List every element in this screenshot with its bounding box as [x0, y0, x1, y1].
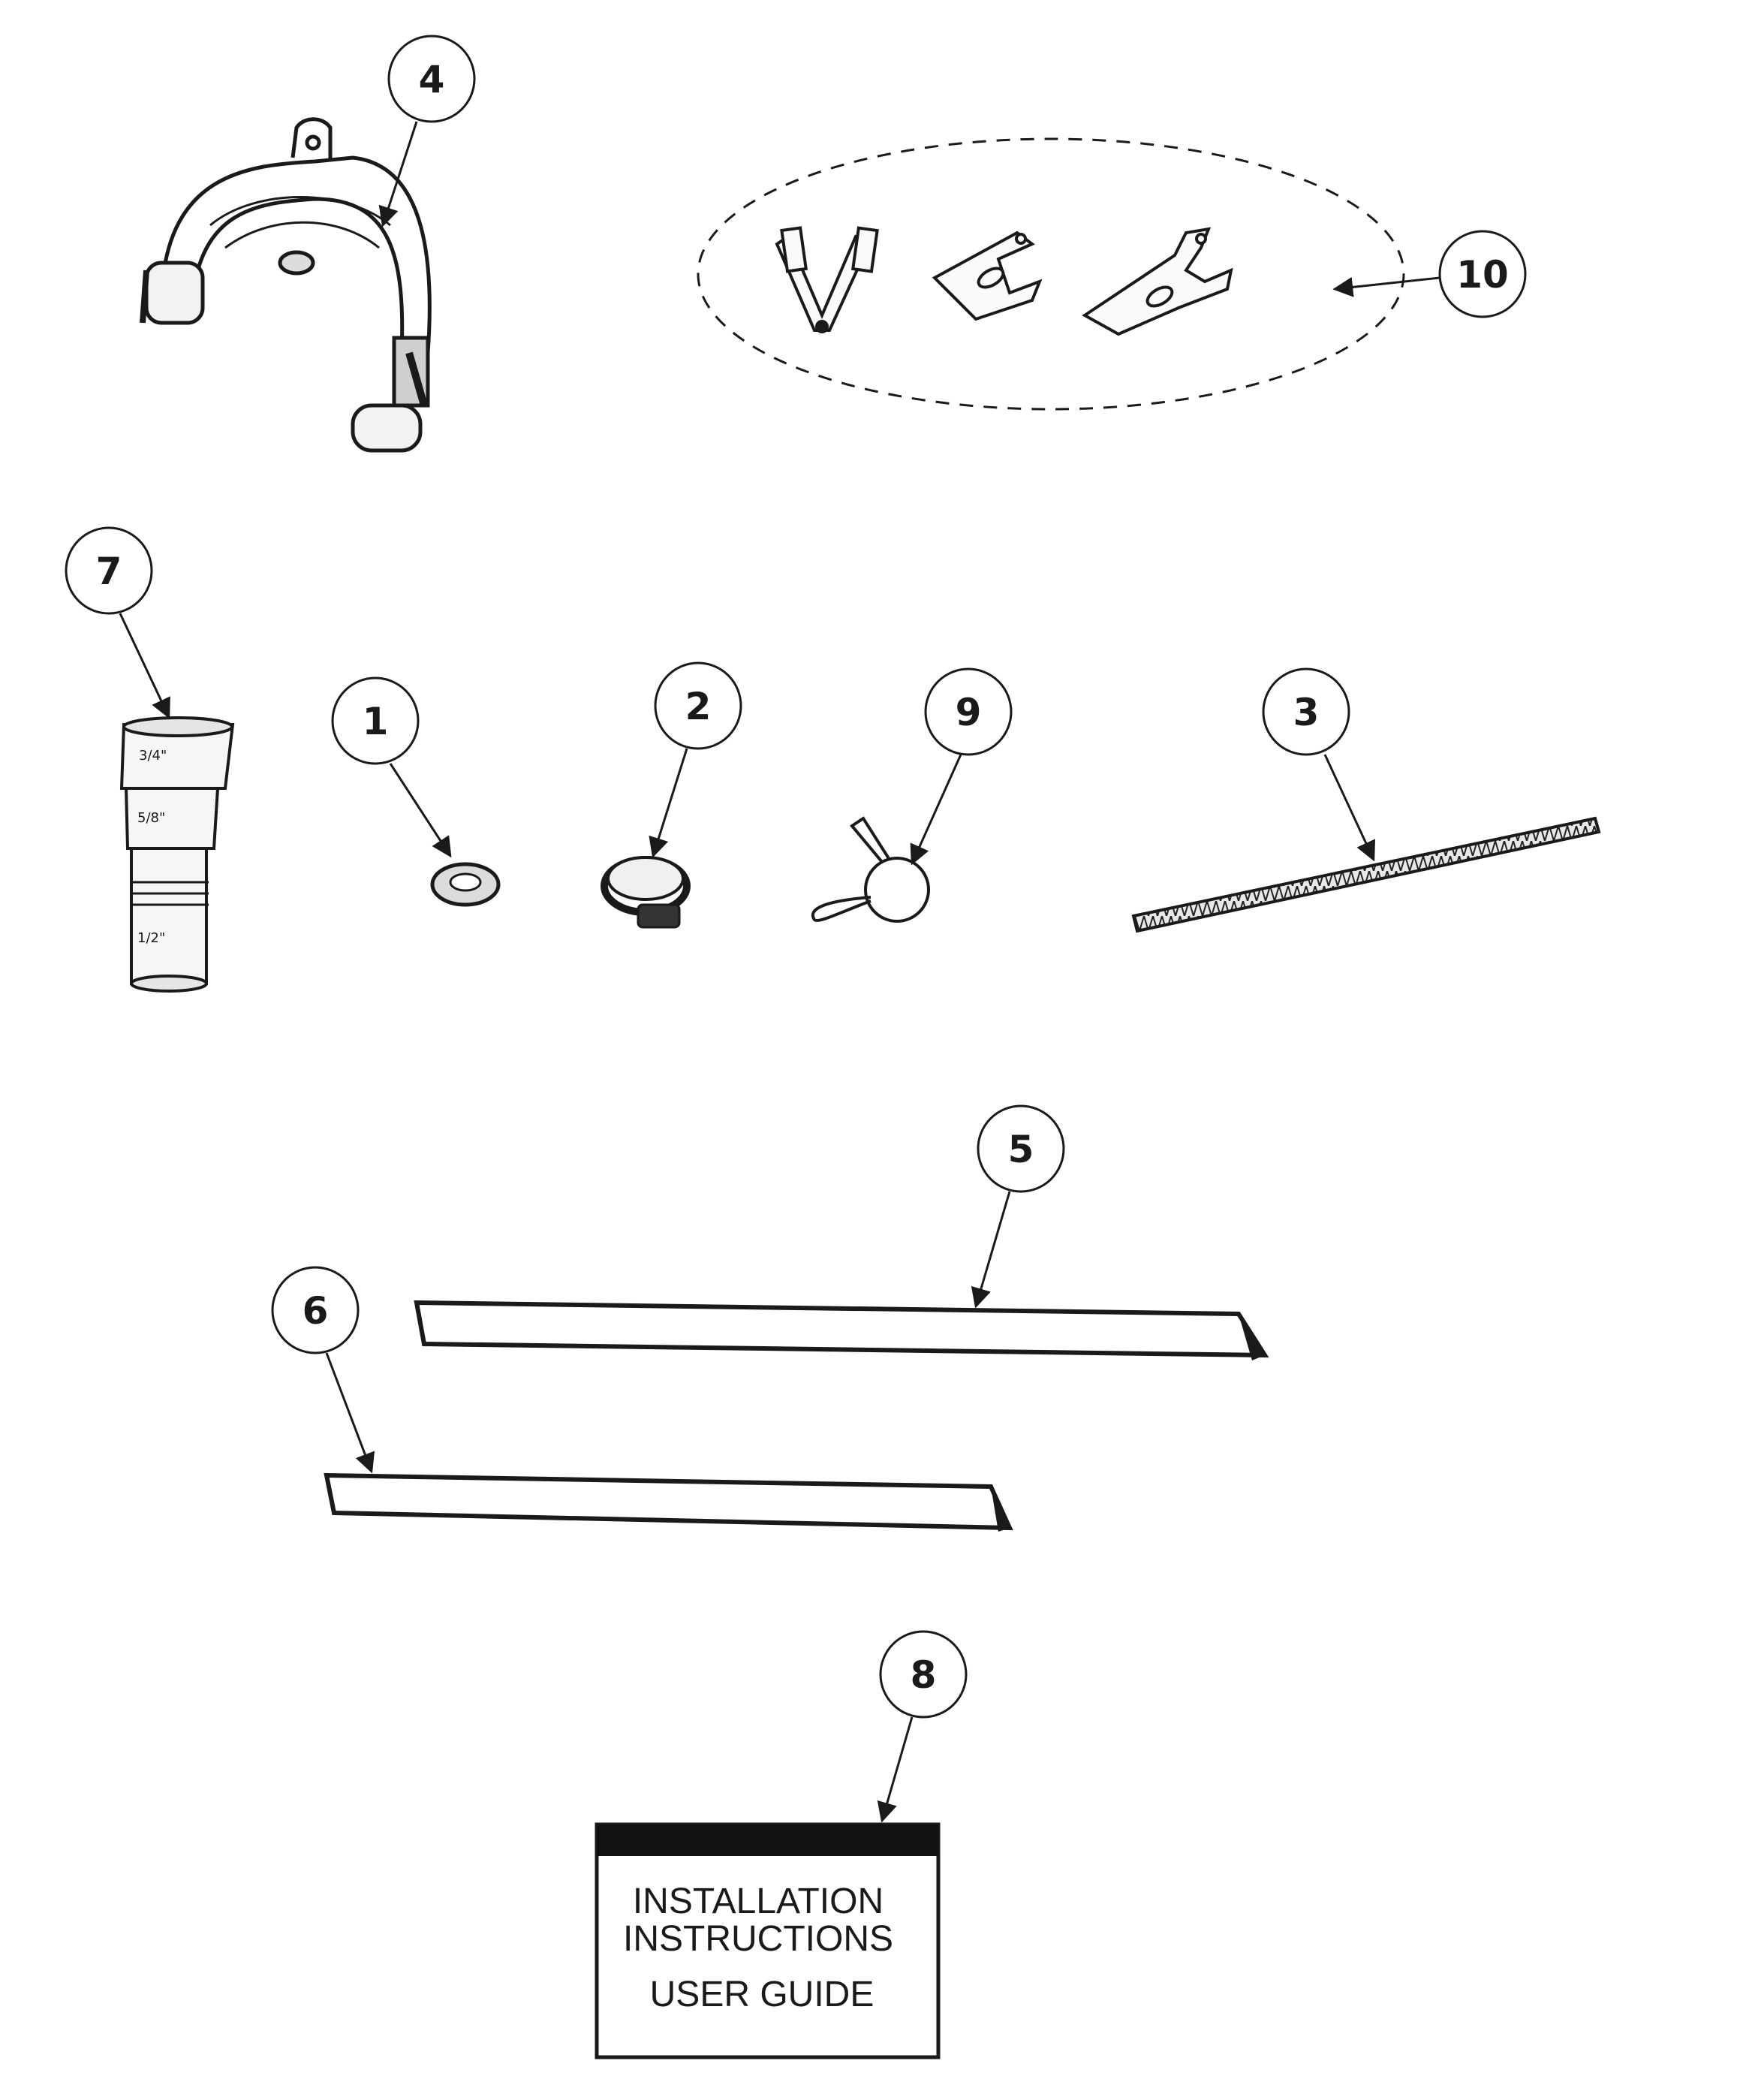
svg-text:1: 1 — [363, 700, 389, 743]
svg-text:9: 9 — [956, 691, 982, 734]
svg-text:6: 6 — [303, 1289, 329, 1333]
part-1-washer — [430, 862, 501, 907]
part-4-saddle-clamp — [140, 117, 432, 453]
part-9-spring-clip — [811, 816, 930, 923]
part-10-bracket-group — [697, 137, 1405, 411]
tube-marking-1-2: 1/2" — [137, 930, 165, 946]
callout-4: 4 — [378, 35, 476, 227]
callout-6: 6 — [271, 1266, 375, 1474]
part-2-hose-clamp — [601, 856, 691, 929]
callout-1: 1 — [331, 676, 452, 858]
svg-text:2: 2 — [685, 685, 712, 728]
tube-marking-3-4: 3/4" — [139, 748, 167, 764]
callout-7: 7 — [65, 526, 170, 719]
callout-9: 9 — [910, 667, 1013, 866]
svg-text:8: 8 — [911, 1653, 937, 1697]
part-3-rack-strip — [1131, 816, 1601, 933]
part-5-long-strip — [414, 1300, 1269, 1360]
svg-text:10: 10 — [1456, 253, 1509, 297]
booklet-line-installation: INSTALLATION — [633, 1882, 884, 1921]
svg-text:4: 4 — [419, 58, 445, 101]
svg-text:7: 7 — [96, 550, 122, 593]
callout-10: 10 — [1332, 230, 1527, 318]
part-6-short-strip — [324, 1472, 1013, 1532]
booklet-line-instructions: INSTRUCTIONS — [623, 1919, 893, 1959]
tube-marking-5-8: 5/8" — [137, 810, 165, 826]
v-bracket — [775, 226, 879, 333]
svg-text:3: 3 — [1293, 691, 1320, 734]
svg-text:5: 5 — [1008, 1128, 1034, 1171]
part-7-hose-adapter: 3/4" 5/8" 1/2" — [119, 716, 235, 993]
booklet-line-user-guide: USER GUIDE — [650, 1975, 874, 2014]
callout-8: 8 — [877, 1630, 968, 1823]
angle-bracket-small — [932, 230, 1043, 321]
callout-5: 5 — [971, 1104, 1065, 1309]
angle-bracket-large — [1082, 227, 1233, 336]
part-8-installation-booklet: INSTALLATION INSTRUCTIONS USER GUIDE — [595, 1822, 941, 2059]
callout-3: 3 — [1262, 667, 1376, 862]
callout-2: 2 — [649, 661, 742, 858]
